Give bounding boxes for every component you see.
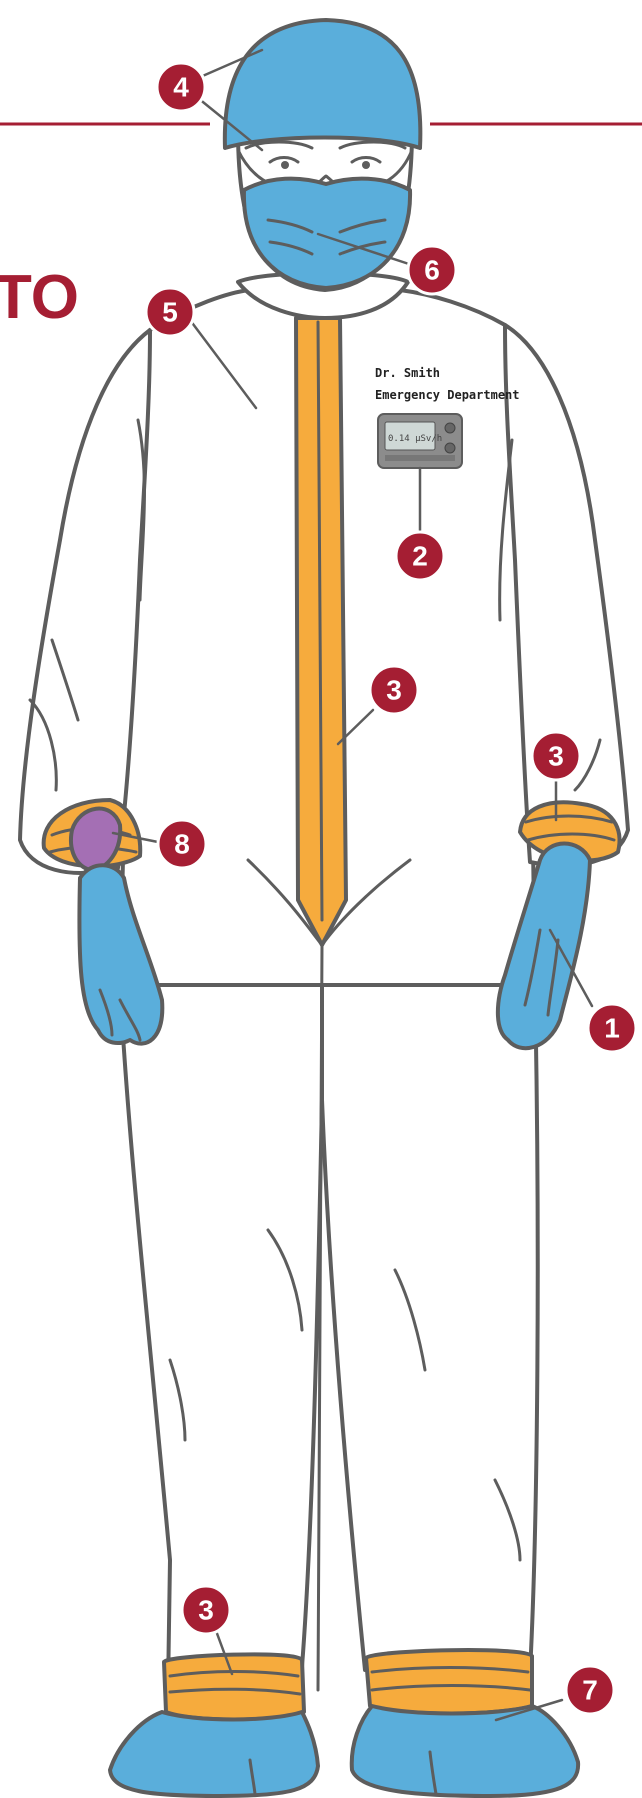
callout-3-zipper: 3: [370, 666, 418, 714]
dosimeter-reading: 0.14 µSv/h: [388, 434, 442, 444]
callout-8: 8: [158, 820, 206, 868]
svg-text:3: 3: [548, 741, 564, 772]
svg-text:8: 8: [174, 829, 190, 860]
callout-5: 5: [146, 288, 194, 336]
svg-text:2: 2: [412, 541, 428, 572]
callout-3-ankle: 3: [182, 1586, 230, 1634]
svg-text:3: 3: [386, 675, 402, 706]
svg-text:6: 6: [424, 255, 440, 286]
callout-1: 1: [588, 1004, 636, 1052]
callout-4: 4: [157, 63, 205, 111]
cap: [225, 20, 421, 148]
badge-name: Dr. Smith: [375, 366, 440, 380]
mask: [244, 179, 410, 288]
svg-text:1: 1: [604, 1013, 620, 1044]
callout-6: 6: [408, 246, 456, 294]
shoe-cover-right: [352, 1706, 578, 1796]
callout-3-cuff: 3: [532, 732, 580, 780]
badge-department: Emergency Department: [375, 388, 520, 402]
svg-text:3: 3: [198, 1595, 214, 1626]
callout-2: 2: [396, 532, 444, 580]
svg-text:4: 4: [173, 72, 189, 103]
svg-text:5: 5: [162, 297, 178, 328]
svg-text:7: 7: [582, 1675, 598, 1706]
callout-7: 7: [566, 1666, 614, 1714]
title-fragment: TO: [0, 263, 79, 332]
shoe-cover-left: [110, 1712, 318, 1796]
dosimeter: 0.14 µSv/h: [378, 414, 462, 468]
